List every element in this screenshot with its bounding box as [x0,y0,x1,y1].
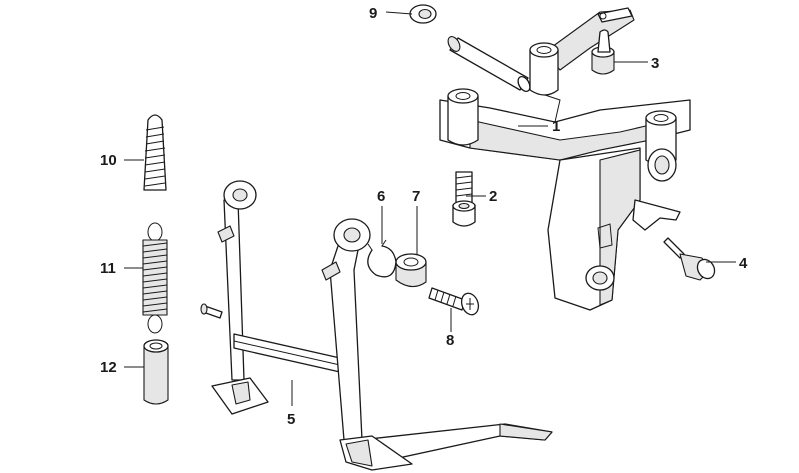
washer-part[interactable] [409,4,437,24]
callout-12: 12 [100,359,117,376]
callout-9: 9 [369,5,377,22]
rubber-buffer-part[interactable] [591,29,615,75]
tension-spring-part[interactable] [142,222,168,334]
bushing-part[interactable] [395,253,427,288]
callout-4: 4 [739,255,748,272]
callout-10: 10 [100,152,117,169]
callout-labels: 1 2 3 4 5 6 7 8 9 10 11 12 [100,5,748,428]
callout-5: 5 [287,411,295,428]
mounting-bracket-part[interactable] [439,7,691,311]
callout-7: 7 [412,188,420,205]
circlip-part[interactable] [367,239,397,278]
screw-part[interactable] [428,287,481,317]
pivot-pin-part[interactable] [446,35,533,94]
callout-11: 11 [100,260,116,277]
callout-1: 1 [552,118,560,135]
hex-bolt-part[interactable] [452,171,476,227]
callout-8: 8 [446,332,454,349]
spring-cover-part[interactable] [143,114,167,191]
center-stand-part[interactable] [200,180,553,471]
callout-6: 6 [377,188,385,205]
sleeve-part[interactable] [143,339,169,405]
callout-3: 3 [651,55,659,72]
rubber-stop-part[interactable] [663,237,718,282]
callout-2: 2 [489,188,497,205]
leader-lines [124,11,736,406]
